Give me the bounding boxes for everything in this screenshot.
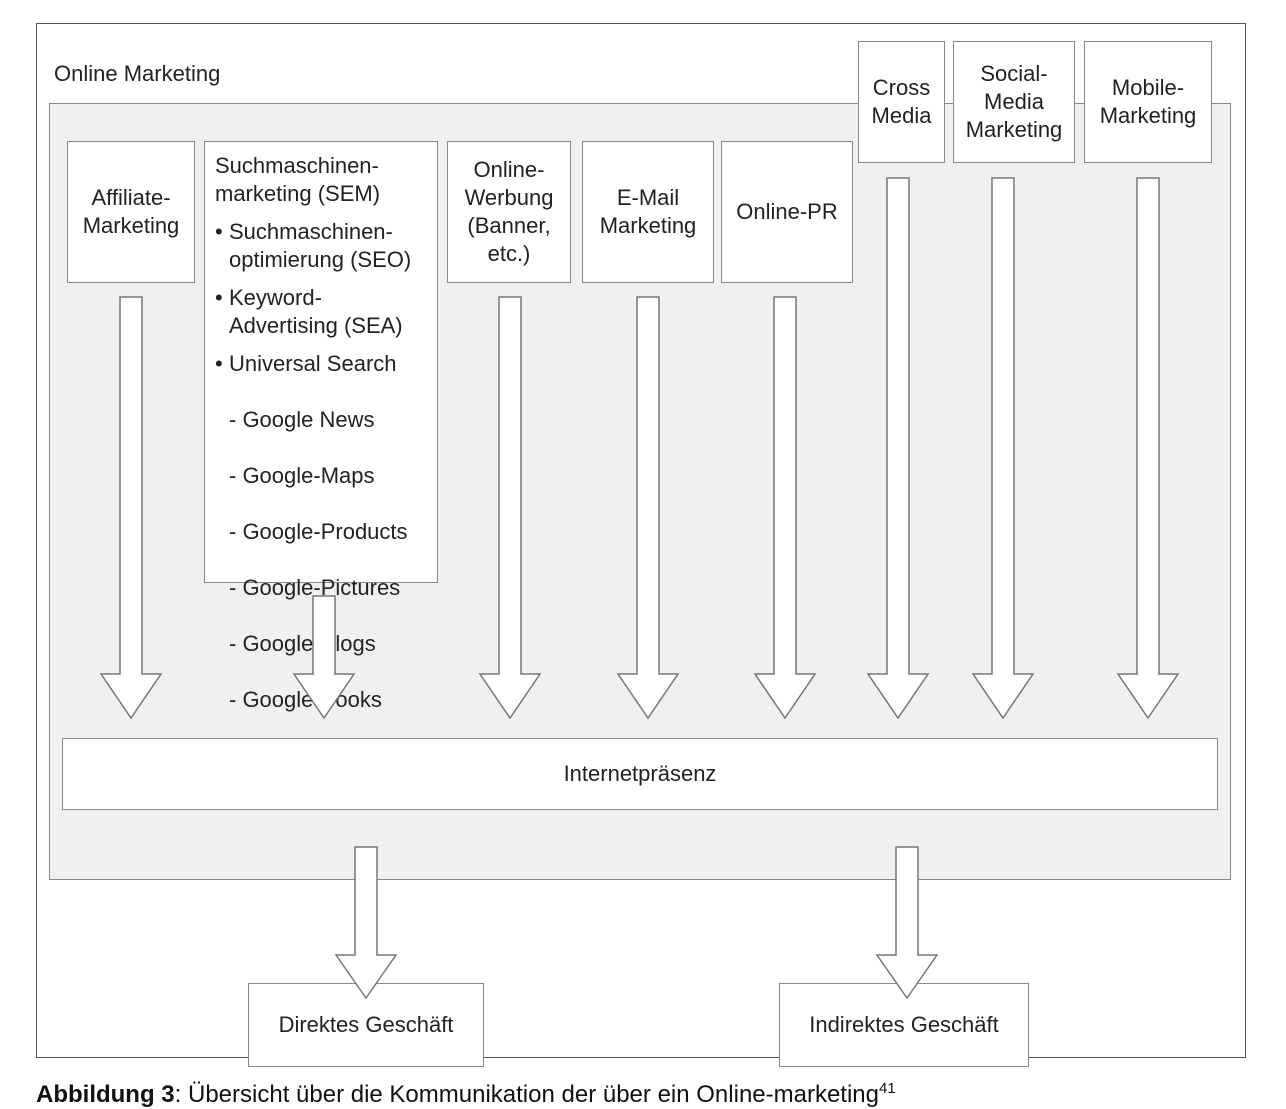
arrow-cross-media [866,177,930,720]
online-marketing-label: Online Marketing [54,61,221,86]
indirektes-geschaeft-box: Indirektes Geschäft [779,983,1029,1067]
cross-media-box: Cross Media [858,41,945,163]
arrow-social-media [971,177,1035,720]
universal-search-item: - Google-Maps [229,463,375,488]
arrow-online-werbung [478,296,542,720]
figure-caption: Abbildung 3: Übersicht über die Kommunik… [36,1080,896,1108]
arrow-affiliate [99,296,163,720]
arrow-sem [292,595,356,720]
email-marketing-box: E-Mail Marketing [582,141,714,283]
arrow-online-pr [753,296,817,720]
sem-box: Suchmaschinen- marketing (SEM) Suchmasch… [204,141,438,712]
figure-frame [36,23,1246,1058]
social-media-marketing-box: Social- Media Marketing [953,41,1075,163]
sem-bullet-sea: Keyword- Advertising (SEA) [215,284,411,340]
universal-search-item: - Google News [229,407,375,432]
arrow-indirekt [875,846,939,1000]
mobile-marketing-box: Mobile- Marketing [1084,41,1212,163]
online-pr-box: Online-PR [721,141,853,283]
arrow-email [616,296,680,720]
universal-search-item: - Google-Blogs [229,631,376,656]
sem-bullet-seo: Suchmaschinen- optimierung (SEO) [215,218,411,274]
internetpraesenz-box: Internetpräsenz [62,738,1218,810]
arrow-mobile [1116,177,1180,720]
arrow-direkt [334,846,398,1000]
sem-title: Suchmaschinen- marketing (SEM) [215,153,381,206]
online-werbung-box: Online- Werbung (Banner, etc.) [447,141,571,283]
universal-search-item: - Google-Products [229,519,408,544]
affiliate-marketing-box: Affiliate- Marketing [67,141,195,283]
direktes-geschaeft-box: Direktes Geschäft [248,983,484,1067]
